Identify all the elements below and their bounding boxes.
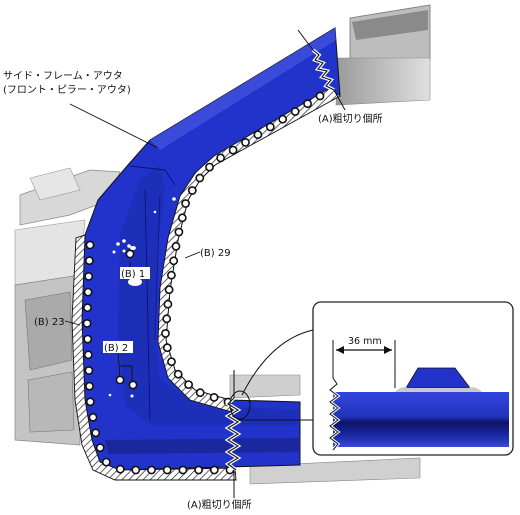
part-name-line2: (フロント・ピラー・アウタ) bbox=[3, 84, 131, 96]
spot-weld-b23-7 bbox=[83, 334, 93, 344]
spot-weld-b29-19 bbox=[164, 285, 174, 295]
spot-weld-b29-12 bbox=[187, 186, 197, 195]
spot-weld-b29-28 bbox=[209, 392, 219, 402]
spot-weld-b29-13 bbox=[181, 199, 190, 208]
spot-weld-b23-6 bbox=[82, 318, 92, 328]
spot-weld-b29-25 bbox=[173, 369, 183, 379]
spot-weld-b23-5 bbox=[83, 303, 92, 313]
spot-weld-count-23: (B) 23 bbox=[34, 317, 65, 328]
spot-weld-b29-22 bbox=[161, 328, 170, 338]
spot-weld-b23-1 bbox=[85, 240, 95, 250]
spot-weld-b29-1 bbox=[315, 91, 325, 101]
rough-cut-label-top: (A)粗切り個所 bbox=[318, 112, 383, 125]
spot-weld-b23-19 bbox=[162, 465, 172, 475]
spot-weld-b1 bbox=[125, 249, 135, 259]
spot-weld-count-1: (B) 1 bbox=[121, 269, 145, 280]
spot-weld-b29-15 bbox=[174, 227, 184, 237]
spot-weld-b29-8 bbox=[228, 145, 238, 155]
dimension-arrow bbox=[336, 346, 392, 354]
spot-weld-points bbox=[82, 91, 325, 475]
spot-weld-b23-14 bbox=[95, 443, 105, 453]
spot-weld-b23-15 bbox=[101, 457, 111, 467]
spot-weld-b23-20 bbox=[178, 465, 188, 475]
spot-weld-b23-22 bbox=[209, 465, 219, 475]
spot-weld-b29-27 bbox=[195, 388, 205, 398]
spot-weld-b29-2 bbox=[303, 99, 312, 109]
spot-weld-b29-11 bbox=[195, 173, 205, 183]
dimension-label: 36 mm bbox=[348, 336, 382, 347]
spot-weld-b29-20 bbox=[163, 299, 173, 309]
spot-weld-b29-6 bbox=[253, 130, 263, 140]
spot-weld-b29-26 bbox=[184, 380, 193, 389]
rough-cut-label-bottom: (A)粗切り個所 bbox=[187, 498, 252, 511]
part-name-line1: サイド・フレーム・アウタ bbox=[3, 70, 123, 82]
spot-weld-b23-18 bbox=[147, 465, 156, 475]
rough-cut-line-bottom bbox=[224, 370, 242, 498]
spot-weld-b23-21 bbox=[194, 465, 203, 475]
spot-weld-b23-10 bbox=[85, 381, 94, 391]
spot-weld-b29-5 bbox=[265, 122, 275, 132]
spot-weld-b29-18 bbox=[166, 270, 176, 280]
spot-weld-b29-21 bbox=[162, 314, 172, 324]
vehicle-body-background bbox=[14, 4, 431, 485]
spot-weld-b23-17 bbox=[131, 465, 141, 475]
spot-weld-b23-12 bbox=[88, 412, 98, 422]
spot-weld-b29-7 bbox=[241, 137, 250, 147]
spot-weld-b29-16 bbox=[171, 241, 181, 251]
spot-weld-b29-4 bbox=[278, 114, 288, 124]
spot-weld-b29-3 bbox=[290, 107, 300, 116]
spot-weld-b23-4 bbox=[83, 287, 93, 297]
spot-weld-b29-10 bbox=[205, 162, 214, 172]
spot-weld-count-29: (B) 29 bbox=[200, 248, 231, 259]
spot-weld-b23-16 bbox=[115, 464, 125, 474]
rough-cut-line-top bbox=[297, 29, 346, 111]
spot-weld-b29-17 bbox=[169, 256, 179, 266]
spot-weld-b29-23 bbox=[162, 343, 172, 353]
spot-weld-b29-14 bbox=[177, 213, 187, 223]
leader-lines bbox=[64, 103, 201, 383]
detail-inset bbox=[229, 301, 514, 456]
spot-weld-b23-8 bbox=[83, 350, 93, 360]
spot-weld-count-2: (B) 2 bbox=[104, 343, 128, 354]
spot-weld-b23-11 bbox=[85, 397, 95, 407]
spot-weld-b23-13 bbox=[91, 428, 101, 438]
spot-weld-b29-9 bbox=[216, 153, 225, 163]
spot-weld-b29-24 bbox=[167, 357, 176, 367]
spot-weld-b23-3 bbox=[84, 271, 94, 281]
spot-weld-b23-2 bbox=[85, 256, 94, 266]
side-frame-outer-panel bbox=[81, 27, 341, 471]
spot-weld-b2-a bbox=[115, 375, 125, 385]
spot-weld-b23-9 bbox=[84, 366, 94, 375]
spot-weld-b2-b bbox=[128, 380, 138, 390]
